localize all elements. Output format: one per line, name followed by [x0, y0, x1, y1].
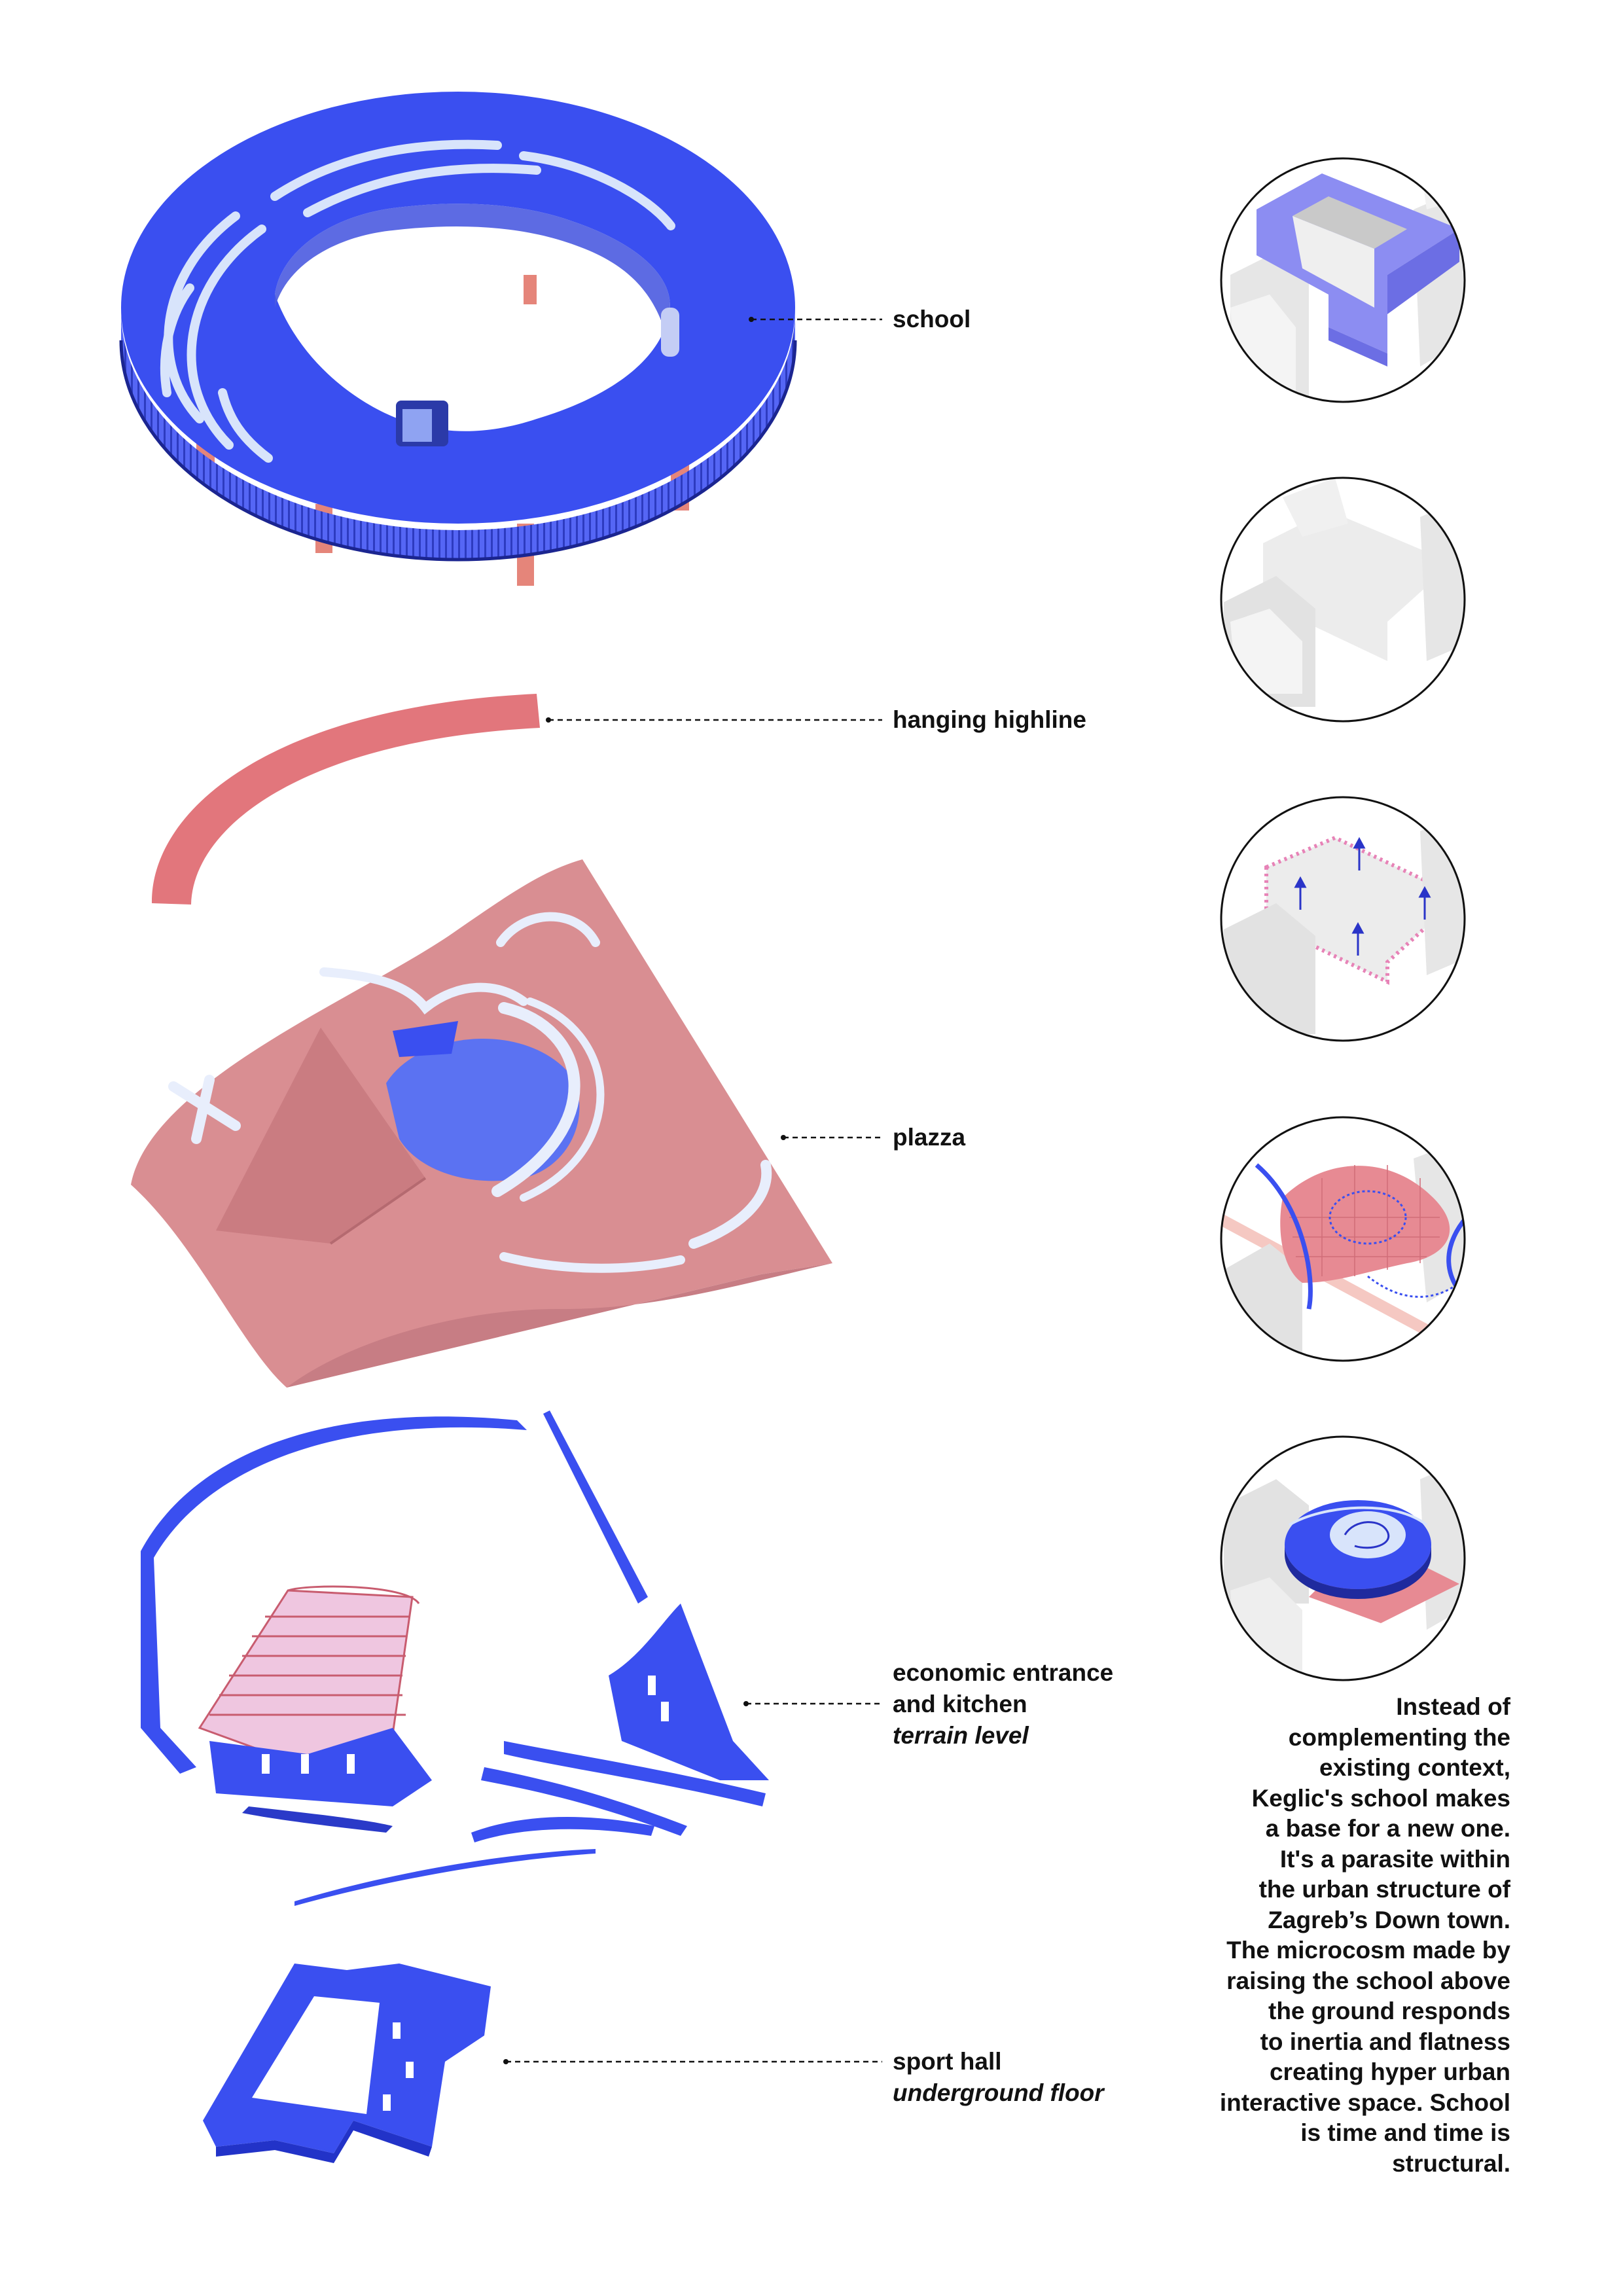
- label-plazza-text: plazza: [893, 1124, 966, 1151]
- school-ring-model: [119, 92, 797, 586]
- plazza-pool: [386, 1038, 580, 1181]
- label-economic-entrance: economic entrance and kitchen terrain le…: [893, 1657, 1113, 1751]
- label-hanging-highline: hanging highline: [893, 704, 1086, 736]
- hanging-highline-model: [151, 694, 540, 905]
- label-terrain-level: terrain level: [893, 1722, 1029, 1749]
- label-school-text: school: [893, 306, 971, 332]
- context-diagram-raised-ground: [1220, 796, 1466, 1042]
- label-economic-line2: and kitchen: [893, 1691, 1027, 1717]
- context-diagram-plaza-surface: [1220, 1116, 1466, 1362]
- label-economic-line1: economic entrance: [893, 1659, 1114, 1686]
- context-diagram-final: [1220, 1435, 1466, 1681]
- label-underground-floor: underground floor: [893, 2079, 1104, 2106]
- context-diagram-empty-block: [1220, 476, 1466, 723]
- leader-lines: [506, 318, 882, 2063]
- description-paragraph: Instead of complementing the existing co…: [1219, 1693, 1510, 2177]
- terrain-level-model: [141, 1410, 769, 1906]
- label-sport-hall: sport hall underground floor: [893, 2046, 1104, 2109]
- label-plazza: plazza: [893, 1122, 965, 1153]
- context-diagram-school-block: [1220, 157, 1466, 403]
- school-roof: [121, 92, 795, 524]
- sport-hall-model: [203, 1964, 491, 2163]
- label-sport-hall-text: sport hall: [893, 2048, 1002, 2075]
- label-highline-text: hanging highline: [893, 706, 1086, 733]
- roof-walkways: [160, 139, 675, 463]
- label-school: school: [893, 304, 971, 335]
- leader-dots: [503, 317, 786, 2064]
- plazza-model: [131, 859, 832, 1388]
